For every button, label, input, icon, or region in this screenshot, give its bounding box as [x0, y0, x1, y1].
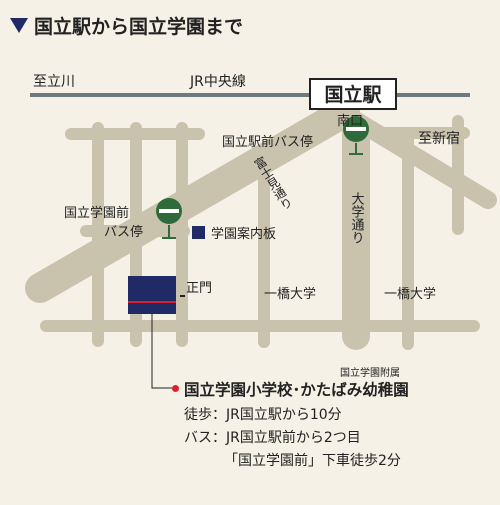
- school-leader-line: [151, 314, 172, 389]
- hitotsubashi-label-1: 一橋大学: [264, 286, 316, 302]
- school-location-pin-icon: [172, 385, 179, 392]
- station-box: [309, 78, 397, 110]
- access-info: 徒歩：JR国立駅から10分 バス：JR国立駅前から2つ目 「国立学園前」下車徒歩…: [184, 404, 401, 473]
- daigaku-dori-road: [342, 120, 370, 350]
- gakuen-bus-stop-label-1: 国立学園前: [64, 205, 129, 221]
- asahi-dori-road: [343, 109, 497, 209]
- minamiguchi-label: 南口: [337, 113, 363, 129]
- main-gate-label: 正門: [186, 281, 212, 296]
- page-title-text: 国立駅から国立学園まで: [34, 16, 244, 38]
- page-title: 国立駅から国立学園まで: [10, 12, 243, 39]
- fujimi-dori-road: [25, 97, 360, 303]
- to-tachikawa-label: 至立川: [33, 74, 75, 90]
- school-affiliation: 国立学園附属: [340, 368, 400, 379]
- triangle-bullet-icon: [10, 18, 28, 33]
- hitotsubashi-label-2: 一橋大学: [384, 286, 436, 302]
- to-shinjuku-label: 至新宿: [418, 130, 460, 147]
- school-name: 国立学園小学校･かたばみ幼稚園: [184, 381, 409, 399]
- jr-chuo-line-label: JR中央線: [189, 74, 246, 90]
- info-board-marker: [192, 226, 205, 239]
- access-bus-detail: 「国立学園前」下車徒歩2分: [224, 453, 401, 469]
- daigaku-dori-label: 大学通り: [349, 192, 365, 244]
- access-bus: バス：JR国立駅前から2つ目: [184, 430, 361, 446]
- road-h2: [40, 320, 480, 332]
- school-building: [128, 276, 176, 314]
- info-board-label: 学園案内板: [211, 226, 276, 242]
- gakuen-bus-stop-label-2: バス停: [104, 224, 143, 240]
- road-h1: [65, 128, 205, 140]
- access-walk: 徒歩：JR国立駅から10分: [184, 407, 342, 423]
- gakuen-bus-stop-icon: [156, 198, 182, 239]
- road-h3: [380, 127, 470, 139]
- station-label: 国立駅: [324, 83, 382, 106]
- roads: [25, 97, 497, 350]
- station-bus-stop-icon: [343, 116, 369, 155]
- road-v4: [258, 168, 270, 348]
- road-v5: [402, 130, 414, 350]
- station-bus-stop-label: 国立駅前バス停: [222, 134, 313, 150]
